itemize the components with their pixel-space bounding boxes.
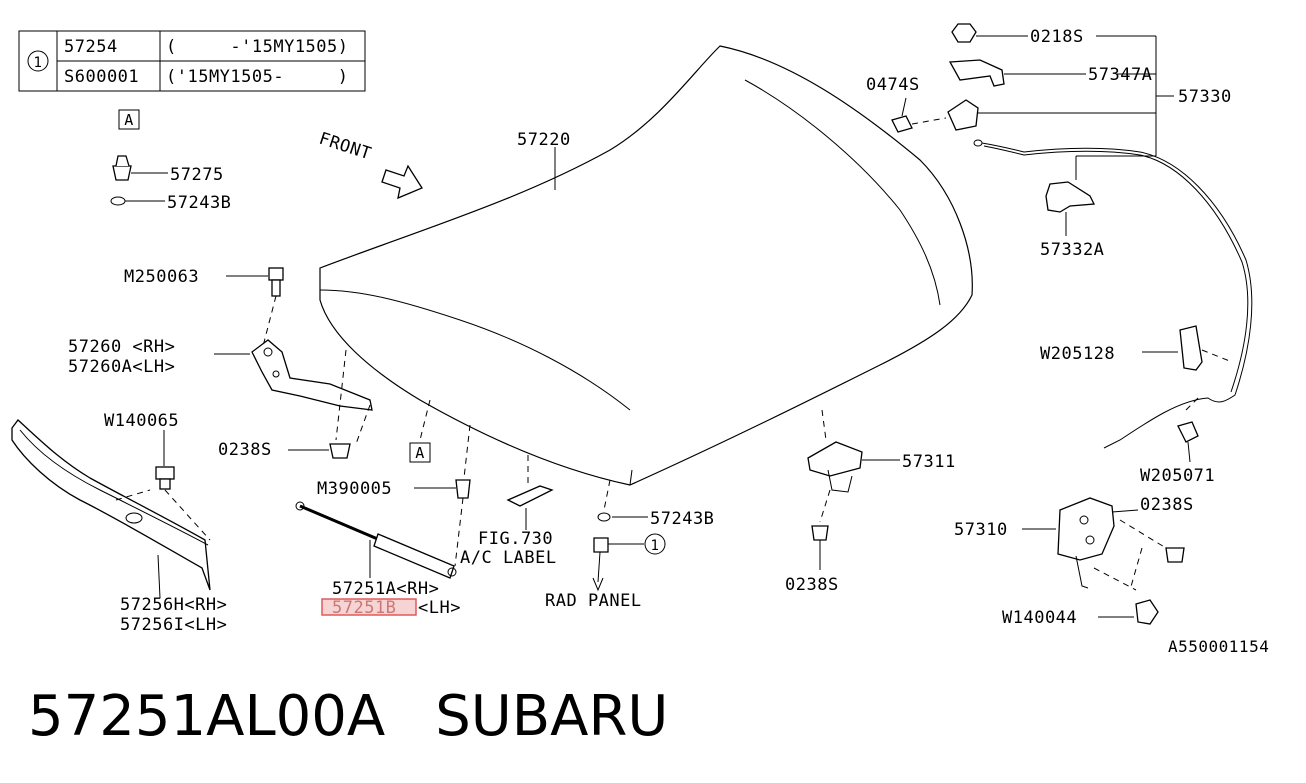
callout-a-mid: A [409,399,431,463]
gas-strut-57251a: 57251A<RH> 57251B <LH> [295,501,461,618]
nut-0238s-left: 0238S [218,440,351,460]
release-cable [973,139,1253,449]
label-0218s: 0218S [1030,27,1084,47]
label-57260a: 57260A<LH> [68,357,175,377]
ac-label: FIG.730 A/C LABEL [460,455,557,568]
label-0238s-mid: 0238S [785,575,839,595]
label-57251b-side: <LH> [418,598,461,618]
latch-57310: 57310 0238S [954,495,1194,591]
label-57256h: 57256H<RH> [120,595,227,615]
parts-diagram: 1 57254 ( -'15MY1505) S600001 ('15MY1505… [11,23,1269,656]
label-w205128: W205128 [1040,344,1115,364]
latch-upper: 0218S 57347A 0474S 57330 [866,23,1232,180]
label-57330: 57330 [1178,87,1232,107]
callout-a-top: A [118,109,140,130]
clip-w205071: W205071 [1140,395,1215,486]
legend-row-2-part: S600001 [64,67,139,87]
hinge-57260: 57260 <RH> 57260A<LH> [68,337,373,445]
label-57332a: 57332A [1040,240,1104,260]
legend-key: 1 [34,55,43,71]
svg-text:A: A [415,444,425,462]
label-57311: 57311 [902,452,956,472]
label-fig730: FIG.730 [478,529,553,549]
label-57243b-mid: 57243B [650,509,714,529]
legend-row-1-range: ( -'15MY1505) [166,37,349,57]
label-m250063: M250063 [124,267,199,287]
hood-57220: 57220 [319,45,973,486]
svg-text:FRONT: FRONT [316,129,373,165]
label-0474s: 0474S [866,75,920,95]
label-w205071: W205071 [1140,466,1215,486]
legend-row-1-part: 57254 [64,37,118,57]
label-57243b-top: 57243B [167,193,231,213]
label-m390005: M390005 [317,479,392,499]
label-57220: 57220 [517,130,571,150]
label-57275: 57275 [170,165,224,185]
clip-w140065: W140065 [104,411,211,541]
bumper-57275: 57275 57243B [110,155,231,213]
bolt-m250063: M250063 [124,267,284,351]
label-57260: 57260 <RH> [68,337,175,357]
label-rad-panel: RAD PANEL [545,591,642,611]
label-w140065: W140065 [104,411,179,431]
svg-text:A: A [124,111,134,129]
plug-57243b-mid: 57243B [597,479,714,529]
label-57251b: 57251B [332,598,396,618]
seal-57256h: 57256H<RH> 57256I<LH> [11,419,227,635]
part-number: 57251AL00A [28,684,386,749]
nut-0238s-mid: 0238S [785,525,839,595]
bolt-w140044: W140044 [1002,599,1159,628]
bumper-rad-panel: 1 RAD PANEL [545,533,666,611]
front-arrow: FRONT [316,129,423,200]
svg-text:1: 1 [651,538,660,554]
label-57256i: 57256I<LH> [120,615,227,635]
brand-name: SUBARU [435,684,669,749]
label-w140044: W140044 [1002,608,1077,628]
label-0238s-right: 0238S [1140,495,1194,515]
label-57310: 57310 [954,520,1008,540]
legend-row-2-range: ('15MY1505- ) [166,67,349,87]
highlight-57251b [321,598,417,616]
label-0238s-left: 0238S [218,440,272,460]
label-57251a: 57251A<RH> [332,579,439,599]
label-57347a: 57347A [1088,65,1152,85]
clip-w205128: W205128 [1040,325,1233,371]
bolt-m390005: M390005 [317,424,471,567]
part-caption: 57251AL00A SUBARU [28,682,668,752]
label-ac-label: A/C LABEL [460,548,557,568]
striker-57311: 57311 [807,409,956,523]
ref-code: A550001154 [1168,637,1269,656]
handle-57332a: 57332A [1040,181,1104,260]
legend-table: 1 57254 ( -'15MY1505) S600001 ('15MY1505… [18,30,366,92]
